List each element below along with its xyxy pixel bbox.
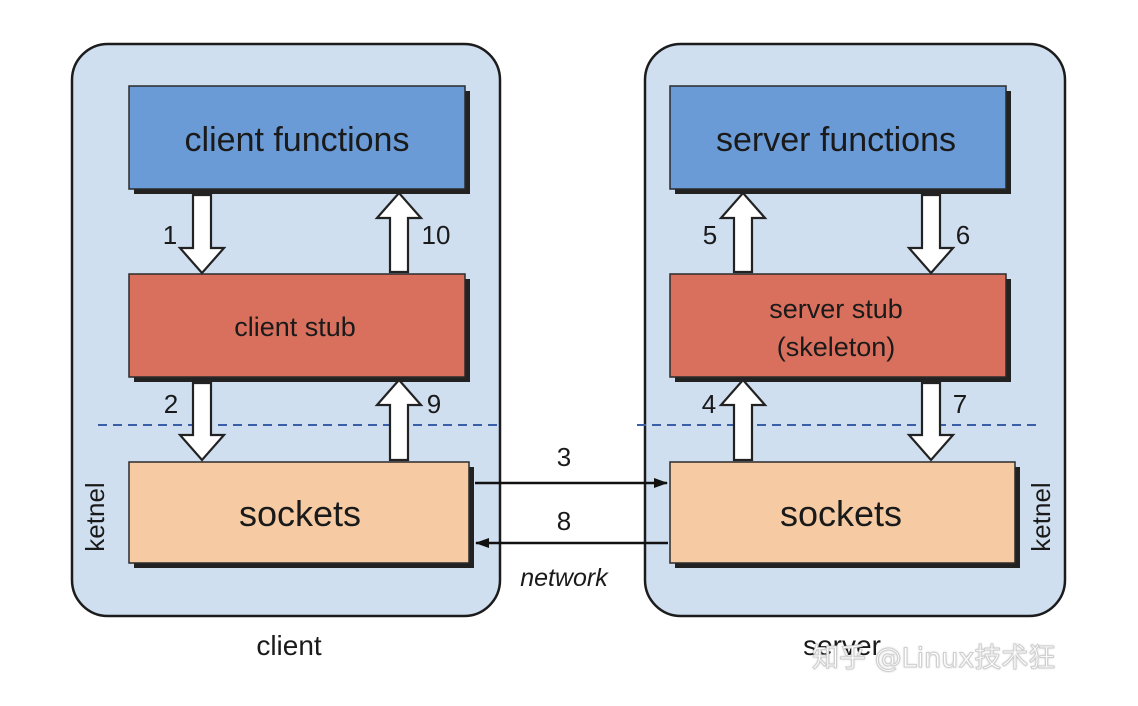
arrow-step-2 <box>177 381 227 462</box>
client-functions-label: client functions <box>185 121 410 159</box>
step-9-label: 9 <box>427 389 441 419</box>
zhihu-watermark: 知乎 @Linux技术狂 <box>811 643 1056 675</box>
client-side: client functions client stub sockets ket… <box>70 42 502 661</box>
server-stub-label-line2: (skeleton) <box>777 332 896 362</box>
arrow-step-1 <box>177 193 227 275</box>
arrow-step-10 <box>374 191 424 274</box>
server-caption: server <box>803 630 881 661</box>
arrow-step-4 <box>718 378 768 462</box>
client-sockets-box <box>128 461 470 564</box>
step-6-label: 6 <box>956 220 970 250</box>
arrow-step-7 <box>906 381 956 462</box>
step-2-label: 2 <box>164 389 178 419</box>
arrow-step-5 <box>718 191 768 274</box>
client-sockets-label: sockets <box>239 493 361 534</box>
step-4-label: 4 <box>702 389 716 419</box>
step-3-label: 3 <box>557 442 571 472</box>
arrow-step-6 <box>906 193 956 275</box>
arrow-step-9 <box>374 378 424 462</box>
client-functions-box <box>128 85 466 190</box>
server-kernel-label: ketnel <box>1026 482 1056 551</box>
server-sockets-label: sockets <box>780 493 902 534</box>
client-kernel-label: ketnel <box>80 482 110 551</box>
step-1-label: 1 <box>163 220 177 250</box>
step-8-label: 8 <box>557 506 571 536</box>
server-functions-box <box>669 85 1007 190</box>
network-label: network <box>520 564 609 592</box>
client-stub-label: client stub <box>234 312 356 342</box>
step-10-label: 10 <box>422 220 451 250</box>
server-stub-label-line1: server stub <box>769 294 903 324</box>
server-functions-label: server functions <box>716 121 956 159</box>
client-stub-box <box>128 273 466 378</box>
server-side: server functions server stub (skeleton) … <box>643 42 1067 661</box>
step-7-label: 7 <box>953 389 967 419</box>
client-caption: client <box>256 630 322 661</box>
server-sockets-box <box>669 461 1016 564</box>
step-5-label: 5 <box>703 220 717 250</box>
server-stub-box <box>669 273 1007 378</box>
